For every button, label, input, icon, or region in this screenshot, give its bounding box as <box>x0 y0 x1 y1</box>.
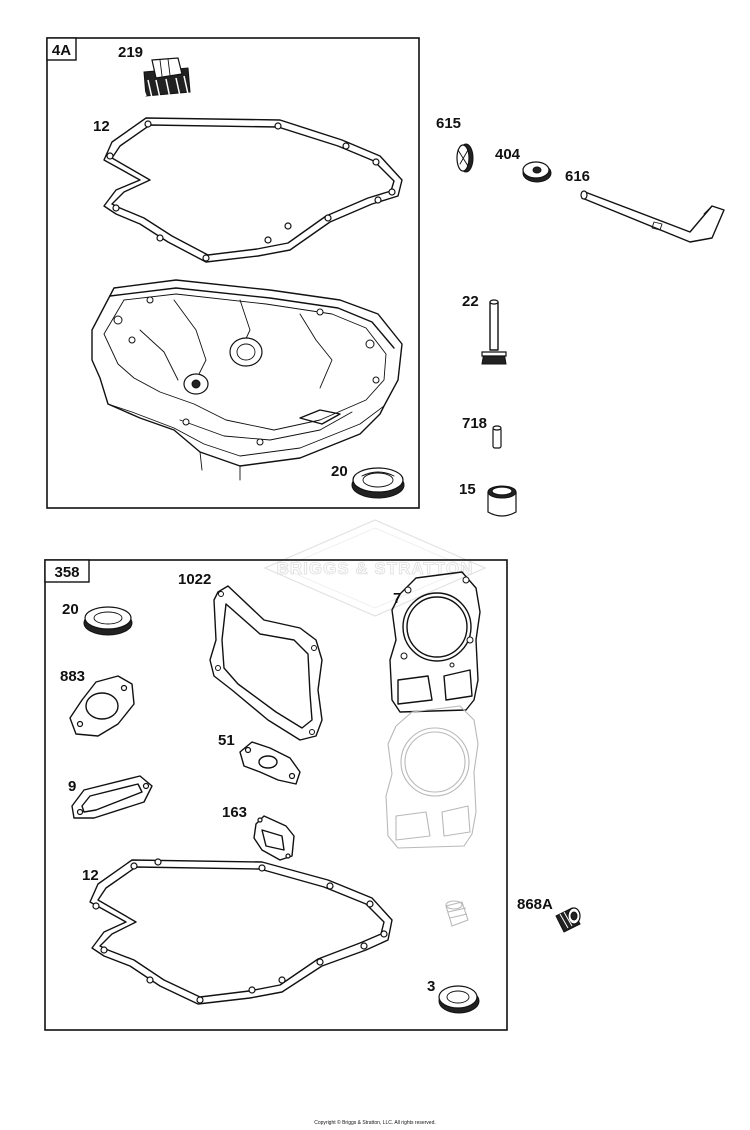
part-868a-fitting[interactable] <box>555 907 581 933</box>
section-358-tag: 358 <box>54 564 79 581</box>
label-3: 3 <box>427 978 435 995</box>
part-219-governor-gear[interactable] <box>139 57 191 99</box>
label-868a: 868A <box>517 896 553 913</box>
label-883: 883 <box>60 668 85 685</box>
part-615-seal[interactable] <box>456 143 474 173</box>
label-219: 219 <box>118 44 143 61</box>
label-15: 15 <box>459 481 476 498</box>
part-12-crankcase-gasket-kit[interactable] <box>89 858 393 1005</box>
section-4a-tag: 4A <box>52 42 71 59</box>
part-12-crankcase-gasket[interactable] <box>103 117 403 263</box>
section-358-tag-box <box>44 559 90 583</box>
section-4a: 4A 219 12 <box>46 37 420 509</box>
label-9: 9 <box>68 778 76 795</box>
label-616: 616 <box>565 168 590 185</box>
part-9-gasket[interactable] <box>71 775 153 819</box>
part-1022-gasket[interactable] <box>209 585 323 741</box>
section-4a-frame <box>46 37 420 509</box>
part-7-head-gasket[interactable] <box>389 571 481 713</box>
label-404: 404 <box>495 146 521 163</box>
watermark-logo: BRIGGS & STRATTON <box>263 519 487 617</box>
label-718: 718 <box>462 415 487 432</box>
part-616-dipstick-tube[interactable] <box>580 190 725 243</box>
section-358-frame <box>44 559 508 1031</box>
part-20-oil-seal-kit[interactable] <box>83 606 133 636</box>
part-15-bushing[interactable] <box>487 485 517 517</box>
part-718-dowel-pin[interactable] <box>492 425 502 449</box>
section-4a-tag-box <box>46 37 77 61</box>
label-22: 22 <box>462 293 479 310</box>
section-358: 358 20 1022 7 <box>44 559 508 1031</box>
part-404-washer[interactable] <box>522 161 552 183</box>
label-12-bottom: 12 <box>82 867 99 884</box>
label-12-top: 12 <box>93 118 110 135</box>
copyright-text: Copyright © Briggs & Stratton, LLC. All … <box>314 1119 436 1126</box>
label-20-4a: 20 <box>331 463 348 480</box>
label-163: 163 <box>222 804 247 821</box>
part-163-gasket[interactable] <box>253 815 295 861</box>
part-bushing-alt[interactable] <box>445 900 469 927</box>
label-51: 51 <box>218 732 235 749</box>
watermark-text: BRIGGS & STRATTON <box>277 559 474 578</box>
part-51-gasket[interactable] <box>239 741 301 785</box>
label-20-358: 20 <box>62 601 79 618</box>
part-3-oil-seal[interactable] <box>438 985 480 1014</box>
part-22-bolt[interactable] <box>481 299 507 365</box>
label-7: 7 <box>393 590 401 607</box>
part-20-oil-seal[interactable] <box>351 467 405 499</box>
part-head-gasket-alt[interactable] <box>385 705 479 849</box>
label-1022: 1022 <box>178 571 211 588</box>
part-crankcase-cover[interactable] <box>91 279 403 481</box>
label-615: 615 <box>436 115 461 132</box>
part-883-gasket[interactable] <box>69 675 135 737</box>
